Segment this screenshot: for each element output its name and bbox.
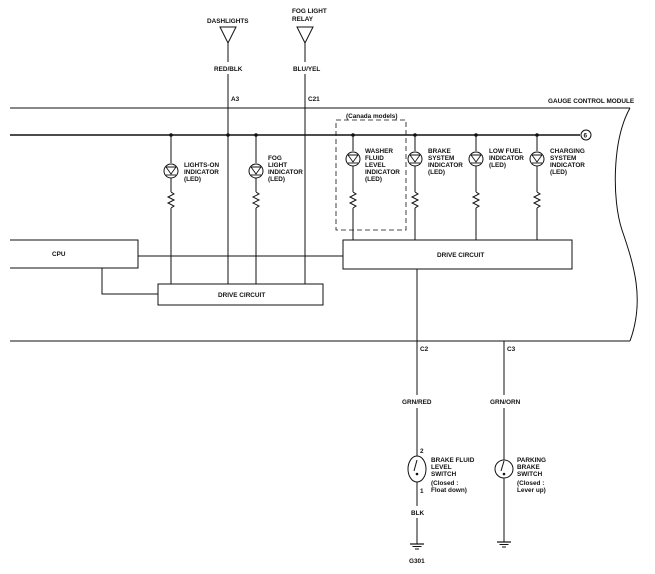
- svg-text:(LED): (LED): [365, 176, 382, 183]
- svg-text:SYSTEM: SYSTEM: [428, 155, 454, 162]
- dashlights-label: DASHLIGHTS: [207, 18, 249, 25]
- drive-circuit-right: DRIVE CIRCUIT: [342, 239, 573, 270]
- c2-wire-color: GRN/RED: [402, 399, 432, 406]
- svg-text:Lever up): Lever up): [517, 487, 546, 494]
- svg-text:PARKING: PARKING: [517, 457, 546, 464]
- svg-text:(Closed :: (Closed :: [431, 480, 458, 487]
- ground-label: G301: [409, 558, 425, 565]
- svg-text:INDICATOR: INDICATOR: [268, 169, 303, 176]
- svg-text:DRIVE CIRCUIT: DRIVE CIRCUIT: [437, 252, 484, 259]
- parking-brake-switch-circuit: C3 GRN/ORN PARKING BRAKE SWITCH (Closed …: [490, 341, 546, 548]
- brake-fluid-switch-circuit: C2 GRN/RED 2 1 BRAKE FLUID LEVEL SWITCH …: [402, 269, 475, 565]
- svg-text:1: 1: [420, 488, 424, 495]
- svg-text:BRAKE: BRAKE: [428, 148, 451, 155]
- svg-text:6: 6: [584, 133, 588, 140]
- svg-text:2: 2: [420, 448, 424, 455]
- drive-circuit-left: DRIVE CIRCUIT: [157, 283, 324, 306]
- resistor-icon: [251, 191, 261, 209]
- canada-models-box: [335, 119, 407, 231]
- led-icon: [163, 163, 179, 179]
- ground-icon: [410, 543, 424, 550]
- canada-models-note: (Canada models): [346, 113, 398, 120]
- led-icon: [248, 163, 264, 179]
- svg-text:BRAKE: BRAKE: [517, 464, 540, 471]
- led-icon: [345, 151, 361, 167]
- fog-light-indicator: FOG LIGHT INDICATOR (LED): [248, 133, 303, 284]
- dashlights-connector: DASHLIGHTS RED/BLK A3: [207, 18, 249, 284]
- svg-text:INDICATOR: INDICATOR: [365, 169, 400, 176]
- resistor-icon: [471, 191, 481, 209]
- charging-system-indicator: CHARGING SYSTEM INDICATOR (LED): [529, 133, 585, 240]
- svg-text:FOG: FOG: [268, 155, 282, 162]
- svg-text:DRIVE CIRCUIT: DRIVE CIRCUIT: [218, 292, 265, 299]
- cpu-to-left-drive-line: [101, 268, 158, 295]
- svg-text:WASHER: WASHER: [365, 148, 393, 155]
- lights-on-indicator: LIGHTS-ON INDICATOR (LED): [163, 133, 220, 284]
- svg-text:Float down): Float down): [431, 487, 467, 494]
- fog-relay-label-1: FOG LIGHT: [292, 8, 327, 15]
- resistor-icon: [410, 191, 420, 209]
- led-icon: [407, 151, 423, 167]
- washer-fluid-indicator: WASHER FLUID LEVEL INDICATOR (LED): [345, 133, 400, 240]
- resistor-icon: [348, 191, 358, 209]
- fog-relay-label-2: RELAY: [292, 16, 314, 23]
- led-icon: [468, 151, 484, 167]
- connector-arrow-icon: [219, 26, 237, 45]
- bus-reference-marker: 6: [580, 129, 592, 141]
- svg-text:SYSTEM: SYSTEM: [550, 155, 576, 162]
- svg-text:(LED): (LED): [428, 169, 445, 176]
- svg-text:SWITCH: SWITCH: [517, 471, 543, 478]
- svg-text:BRAKE FLUID: BRAKE FLUID: [431, 457, 475, 464]
- svg-text:INDICATOR: INDICATOR: [428, 162, 463, 169]
- svg-text:INDICATOR: INDICATOR: [550, 162, 585, 169]
- svg-text:LEVEL: LEVEL: [431, 464, 452, 471]
- svg-text:(LED): (LED): [184, 176, 201, 183]
- svg-text:SWITCH: SWITCH: [431, 471, 457, 478]
- svg-text:CHARGING: CHARGING: [550, 148, 585, 155]
- svg-text:LEVEL: LEVEL: [365, 162, 386, 169]
- switch-icon: [494, 459, 514, 479]
- svg-text:LIGHTS-ON: LIGHTS-ON: [184, 162, 220, 169]
- module-title: GAUGE CONTROL MODULE: [548, 98, 635, 105]
- svg-text:INDICATOR: INDICATOR: [184, 169, 219, 176]
- svg-text:(LED): (LED): [268, 176, 285, 183]
- low-fuel-indicator: LOW FUEL INDICATOR (LED): [468, 133, 524, 240]
- led-icon: [529, 151, 545, 167]
- c2-pin: C2: [420, 346, 429, 353]
- svg-text:(LED): (LED): [489, 162, 506, 169]
- svg-text:(LED): (LED): [550, 169, 567, 176]
- brake-system-indicator: BRAKE SYSTEM INDICATOR (LED): [407, 133, 463, 240]
- dashlights-pin: A3: [231, 96, 240, 103]
- fog-relay-wire-color: BLU/YEL: [293, 66, 320, 73]
- svg-text:FLUID: FLUID: [365, 155, 384, 162]
- svg-text:(Closed :: (Closed :: [517, 480, 544, 487]
- resistor-icon: [166, 191, 176, 209]
- ground-wire-color: BLK: [411, 510, 425, 517]
- module-boundary: [10, 107, 638, 342]
- fog-relay-pin: C21: [308, 96, 320, 103]
- svg-text:LIGHT: LIGHT: [268, 162, 287, 169]
- resistor-icon: [532, 191, 542, 209]
- ground-icon: [497, 541, 511, 548]
- cpu-block: CPU: [10, 239, 139, 269]
- svg-text:LOW FUEL: LOW FUEL: [489, 148, 522, 155]
- dashlights-wire-color: RED/BLK: [214, 66, 243, 73]
- svg-text:INDICATOR: INDICATOR: [489, 155, 524, 162]
- svg-text:CPU: CPU: [52, 251, 66, 258]
- float-switch-icon: [407, 455, 427, 483]
- c3-pin: C3: [507, 346, 516, 353]
- c3-wire-color: GRN/ORN: [490, 399, 521, 406]
- fog-light-relay-connector: FOG LIGHT RELAY BLU/YEL C21: [292, 8, 327, 284]
- connector-arrow-icon: [296, 26, 314, 45]
